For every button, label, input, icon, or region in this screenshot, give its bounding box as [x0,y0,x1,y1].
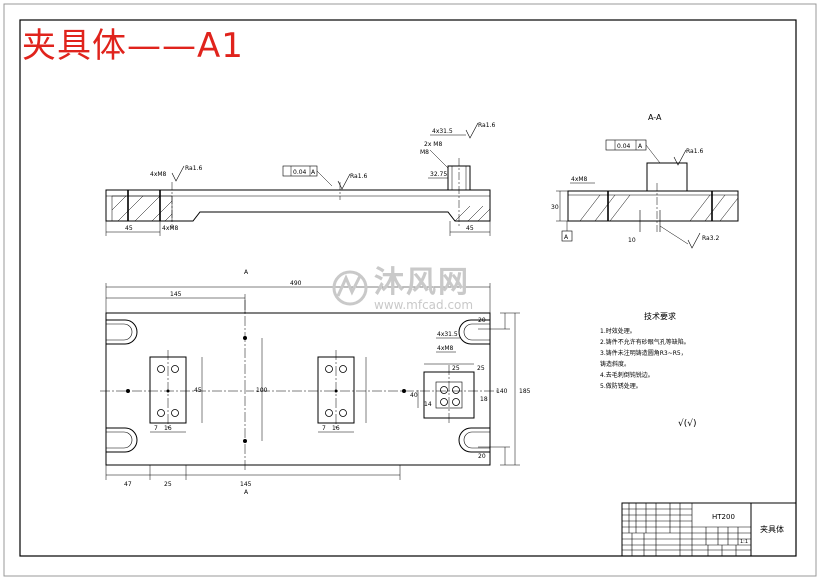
dim-7: 7 [154,425,158,432]
dim-hole: 4x31.5 [437,331,458,338]
flatness-value: 0.04 [293,169,307,176]
dim-16b: 16 [332,425,340,432]
inner-border [19,19,797,557]
dim-right-total: 185 [519,388,531,395]
dim-25a: 25 [452,365,460,372]
dim-25b: 25 [477,365,485,372]
dim-right: 45 [466,225,474,232]
dim-right-20: 20 [478,317,486,324]
dim-overall: 490 [290,280,302,287]
section-datum: A [638,143,643,150]
dim-left: 45 [125,225,133,232]
watermark-logo-icon [332,270,368,306]
section-dim-holes: 4xM8 [571,176,588,183]
dim-18: 18 [480,396,488,403]
dim-140: 140 [496,388,508,395]
plan-view [100,283,520,480]
dim-right-b20: 20 [478,453,486,460]
hatch-left [111,195,173,222]
tech-heading: 技术要求 [644,311,676,321]
tech-requirements: 技术要求 1.时效处理。 2.铸件不允许有砂眼气孔等缺陷。 3.铸件未注明铸造圆… [600,311,697,429]
section-dim-height: 30 [551,204,559,211]
tech-item-3: 3.铸件未注明铸造圆角R3~R5， [600,349,687,357]
watermark-url: www.mfcad.com [374,298,474,312]
dim-height: 32.75 [430,171,447,178]
plan-view-text: A A 490 145 47 25 145 185 20 20 4x31.5 4… [124,269,531,496]
outer-border [3,3,817,577]
tech-item-2: 2.铸件不允许有砂眼气孔等缺陷。 [600,338,690,346]
section-dim-bottom: 10 [628,237,636,244]
dim-7b: 7 [322,425,326,432]
section-view [556,139,739,249]
watermark-brand: 沐风网 [374,265,470,300]
title-part-name: 夹具体 [760,524,784,534]
section-roughness-bottom: Ra3.2 [702,235,719,242]
dim-holes: 4xM8 [162,225,179,232]
section-label: A-A [648,113,662,122]
dim-thread: M8 [420,149,429,156]
front-view [105,122,491,236]
dim-14: 14 [424,401,432,408]
section-flatness: 0.04 [617,143,631,150]
dim-small: 2x M8 [424,141,442,148]
section-mark-top: A [244,269,249,276]
dim-45: 45 [194,387,202,394]
dim-47: 47 [124,481,132,488]
dim-25: 25 [164,481,172,488]
dim-145: 145 [170,291,182,298]
front-view-text: 45 4xM8 45 Ra1.6 Ra1.6 Ra1.6 0.04 A 2x M… [125,122,495,232]
dim-m8: 4xM8 [437,345,454,352]
dim-100: 100 [256,387,268,394]
tech-item-4: 铸造斜度。 [600,360,630,368]
title-block [621,502,797,557]
title-block-text: HT200 夹具体 1:1 [712,513,784,545]
watermark: 沐风网 www.mfcad.com [330,266,500,316]
section-mark-bottom: A [244,489,249,496]
section-datum-box: A [564,234,569,241]
drawing-title: 夹具体——A1 [22,26,244,66]
tech-item-1: 1.时效处理。 [600,327,636,335]
dim-40: 40 [410,392,418,399]
title-scale: 1:1 [740,539,748,545]
dim-depth-left: 4xM8 [150,171,167,178]
roughness-left: Ra1.6 [185,165,202,172]
tech-item-5: 4.去毛刺倒钝锐边。 [600,371,654,379]
tech-item-6: 5.做防锈处理。 [600,382,642,390]
dim-145b: 145 [240,481,252,488]
rough-symbol: √(√) [678,418,697,429]
title-material: HT200 [712,513,735,521]
roughness-mid: Ra1.6 [350,173,367,180]
datum-a: A [311,169,316,176]
section-roughness: Ra1.6 [686,148,703,155]
section-view-text: A-A 0.04 A Ra1.6 Ra3.2 A 30 4xM8 10 [551,113,719,244]
roughness-right: Ra1.6 [478,122,495,129]
dim-16: 16 [164,425,172,432]
dim-depth: 4x31.5 [432,128,453,135]
